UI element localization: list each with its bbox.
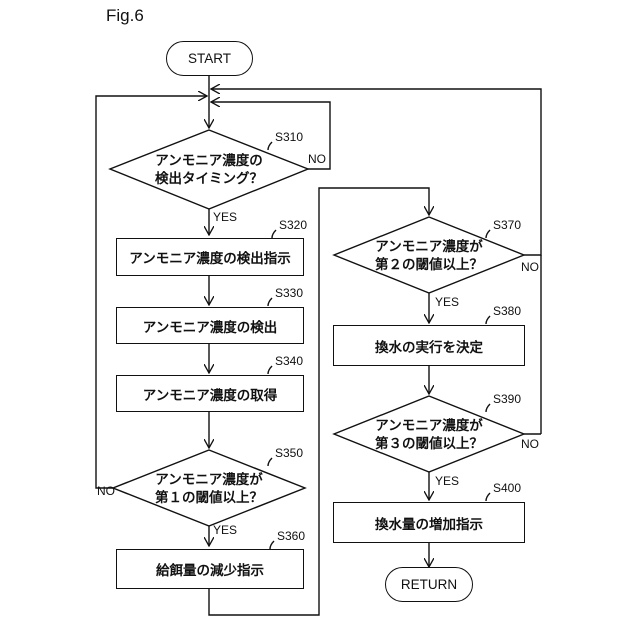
yes-label-s310: YES: [213, 210, 237, 224]
step-id-s370: S370: [493, 218, 521, 232]
decision-s370-line1: アンモニア濃度が: [334, 238, 524, 256]
process-s330: アンモニア濃度の検出: [116, 307, 304, 344]
figure-label: Fig.6: [106, 6, 144, 26]
step-id-s310: S310: [275, 130, 303, 144]
decision-s390-line2: 第３の閾値以上？: [334, 435, 524, 453]
no-label-s370: NO: [521, 260, 539, 274]
decision-s350-line1: アンモニア濃度が: [113, 471, 305, 489]
decision-s310-line1: アンモニア濃度の: [110, 152, 308, 170]
yes-label-s370: YES: [435, 295, 459, 309]
no-label-s310: NO: [308, 152, 326, 166]
decision-s370-text: アンモニア濃度が 第２の閾値以上？: [334, 238, 524, 274]
process-s380: 換水の実行を決定: [333, 325, 525, 366]
decision-s350-text: アンモニア濃度が 第１の閾値以上？: [113, 471, 305, 507]
yes-label-s350: YES: [213, 523, 237, 537]
decision-s350-line2: 第１の閾値以上？: [113, 489, 305, 507]
decision-s390-text: アンモニア濃度が 第３の閾値以上？: [334, 417, 524, 453]
decision-s390-line1: アンモニア濃度が: [334, 417, 524, 435]
step-id-s350: S350: [275, 446, 303, 460]
step-id-s400: S400: [493, 481, 521, 495]
no-label-s350: NO: [97, 484, 115, 498]
no-label-s390: NO: [521, 437, 539, 451]
process-s400: 換水量の増加指示: [333, 502, 525, 543]
process-s320: アンモニア濃度の検出指示: [116, 238, 304, 276]
start-terminal: START: [166, 41, 253, 76]
step-id-s360: S360: [277, 529, 305, 543]
step-id-s380: S380: [493, 304, 521, 318]
return-terminal: RETURN: [385, 567, 473, 602]
step-id-s390: S390: [493, 392, 521, 406]
step-id-s340: S340: [275, 354, 303, 368]
process-s340: アンモニア濃度の取得: [116, 375, 304, 412]
decision-s370-line2: 第２の閾値以上？: [334, 256, 524, 274]
yes-label-s390: YES: [435, 474, 459, 488]
step-id-s320: S320: [279, 218, 307, 232]
decision-s310-line2: 検出タイミング？: [110, 170, 308, 188]
process-s360: 給餌量の減少指示: [116, 549, 304, 589]
decision-s310-text: アンモニア濃度の 検出タイミング？: [110, 152, 308, 188]
step-id-s330: S330: [275, 286, 303, 300]
